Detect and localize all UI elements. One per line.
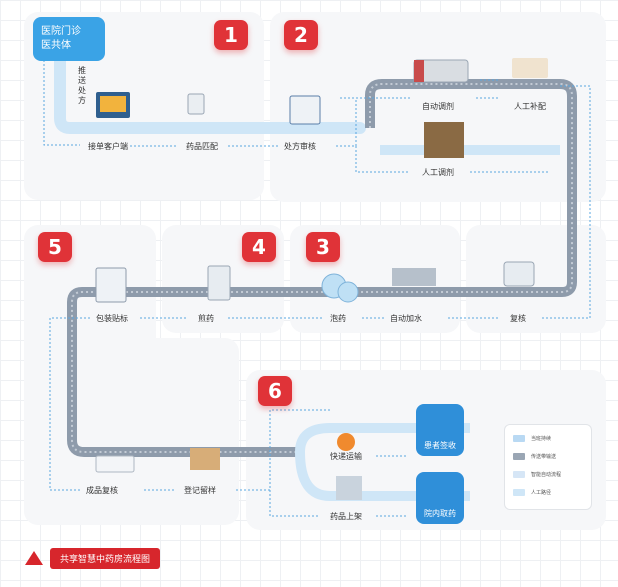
herb-cabinet-icon — [424, 122, 464, 158]
step-badge-5: 5 — [38, 232, 72, 262]
node-final-check: 成品复核 — [86, 486, 118, 495]
node-auto-dispense: 自动调剂 — [422, 102, 454, 111]
conveyor-belt-ridges — [71, 83, 573, 453]
node-manual-restock: 人工补配 — [514, 102, 546, 111]
push-prescription-label: 推送处方 — [78, 66, 86, 105]
node-auto-water: 自动加水 — [390, 314, 422, 323]
origin-line2: 医共体 — [41, 40, 71, 51]
step-badge-6: 6 — [258, 376, 292, 406]
node-rx-review: 处方审核 — [284, 142, 316, 151]
courier-scooter-icon — [337, 433, 355, 451]
legend-swatch — [513, 470, 525, 478]
legend-item: 人工路径 — [513, 487, 551, 497]
legend-swatch — [513, 488, 525, 496]
flow-band-top — [54, 54, 366, 134]
legend: 当班持续 传送带输送 智能自动流程 人工路径 — [504, 424, 592, 510]
panel-step-2 — [270, 12, 606, 202]
legend-item: 智能自动流程 — [513, 469, 561, 479]
node-decoct: 煎药 — [198, 314, 214, 323]
legend-label: 人工路径 — [531, 489, 552, 496]
conveyor-belt — [67, 79, 577, 457]
node-pack-label: 包装贴标 — [96, 314, 128, 323]
node-register-sample: 登记留样 — [184, 486, 216, 495]
panel-step-5-lower — [24, 338, 239, 525]
flow-band-pickup — [295, 451, 470, 501]
flow-band-express — [295, 423, 470, 453]
legend-swatch — [513, 452, 525, 460]
legend-label: 传送带输送 — [531, 453, 557, 460]
step-badge-4: 4 — [242, 232, 276, 262]
packaging-machine-icon — [95, 267, 127, 303]
dest-hospital-pickup: 院内取药 — [416, 472, 464, 524]
auto-water-machine-icon — [392, 268, 436, 286]
drug-shelf-icon — [336, 476, 362, 500]
node-drug-match: 药品匹配 — [186, 142, 218, 151]
footer-title: 共享智慧中药房流程图 — [50, 547, 161, 569]
dest-patient-receive-label: 患者签收 — [424, 441, 456, 450]
legend-label: 当班持续 — [531, 435, 552, 442]
origin-line1: 医院门诊 — [41, 26, 81, 37]
dotted-arrows — [43, 60, 591, 517]
prescription-clipboard-icon — [289, 95, 321, 125]
legend-swatch — [513, 434, 525, 442]
origin-hospital: 医院门诊 医共体 — [33, 17, 105, 61]
recheck-station-icon — [503, 261, 535, 287]
restock-desk-icon — [512, 58, 548, 78]
footer-title-bar: 共享智慧中药房流程图 — [24, 547, 161, 569]
legend-item: 传送带输送 — [513, 451, 556, 461]
triangle-icon — [25, 551, 43, 565]
node-manual-dispense: 人工调剂 — [422, 168, 454, 177]
node-order-client: 接单客户端 — [88, 142, 128, 151]
equipment-icons — [95, 58, 548, 500]
node-shelf: 药品上架 — [330, 512, 362, 521]
panel-recheck — [466, 225, 606, 333]
step-badge-1: 1 — [214, 20, 248, 50]
decoction-machine-icon — [207, 265, 231, 301]
step-badge-2: 2 — [284, 20, 318, 50]
node-soak: 泡药 — [330, 314, 346, 323]
step-badge-3: 3 — [306, 232, 340, 262]
legend-label: 智能自动流程 — [531, 471, 562, 478]
legend-item: 当班持续 — [513, 433, 551, 443]
final-check-desk-icon — [95, 455, 135, 473]
sample-box-icon — [190, 448, 220, 470]
dest-hospital-pickup-label: 院内取药 — [424, 509, 456, 518]
dest-patient-receive: 患者签收 — [416, 404, 464, 456]
node-recheck: 复核 — [510, 314, 526, 323]
node-express: 快递运输 — [330, 452, 362, 461]
